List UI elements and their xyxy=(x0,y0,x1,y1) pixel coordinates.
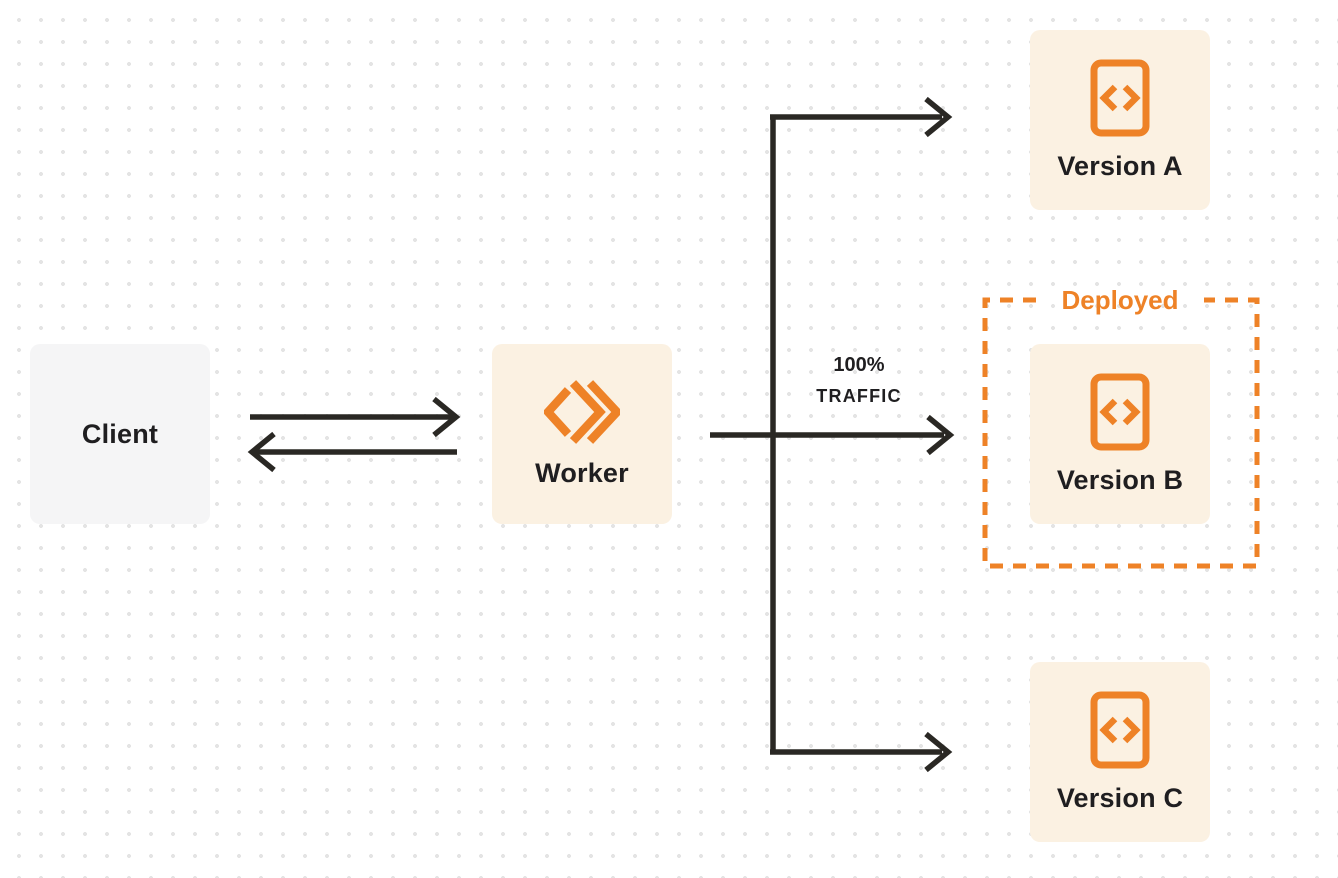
traffic-percent-text: 100% xyxy=(833,354,885,376)
version-c-node: Version C xyxy=(1030,662,1210,842)
version-b-node-label: Version B xyxy=(1056,464,1184,495)
code-file-icon xyxy=(1090,59,1150,137)
worker-to-client-arrow xyxy=(247,431,457,473)
code-file-icon xyxy=(1090,691,1150,769)
arrow-to-version-a xyxy=(770,96,953,138)
worker-node-label: Worker xyxy=(535,457,629,488)
version-a-node: Version A xyxy=(1030,30,1210,210)
traffic-word-text: TRAFFIC xyxy=(816,386,902,406)
client-node: Client xyxy=(30,344,210,524)
arrow-to-version-b xyxy=(710,414,955,456)
cloudflare-workers-logo-icon xyxy=(544,379,620,444)
deployed-region-label: Deployed xyxy=(1061,285,1179,315)
version-c-node-label: Version C xyxy=(1056,782,1184,813)
version-a-node-label: Version A xyxy=(1057,150,1183,181)
client-to-worker-arrow xyxy=(250,396,461,438)
code-file-icon xyxy=(1090,373,1150,451)
client-node-label: Client xyxy=(81,418,159,449)
worker-node: Worker xyxy=(492,344,672,524)
version-b-node: Version B xyxy=(1030,344,1210,524)
arrow-to-version-c xyxy=(770,731,953,773)
traffic-label: 100% TRAFFIC xyxy=(795,350,923,412)
